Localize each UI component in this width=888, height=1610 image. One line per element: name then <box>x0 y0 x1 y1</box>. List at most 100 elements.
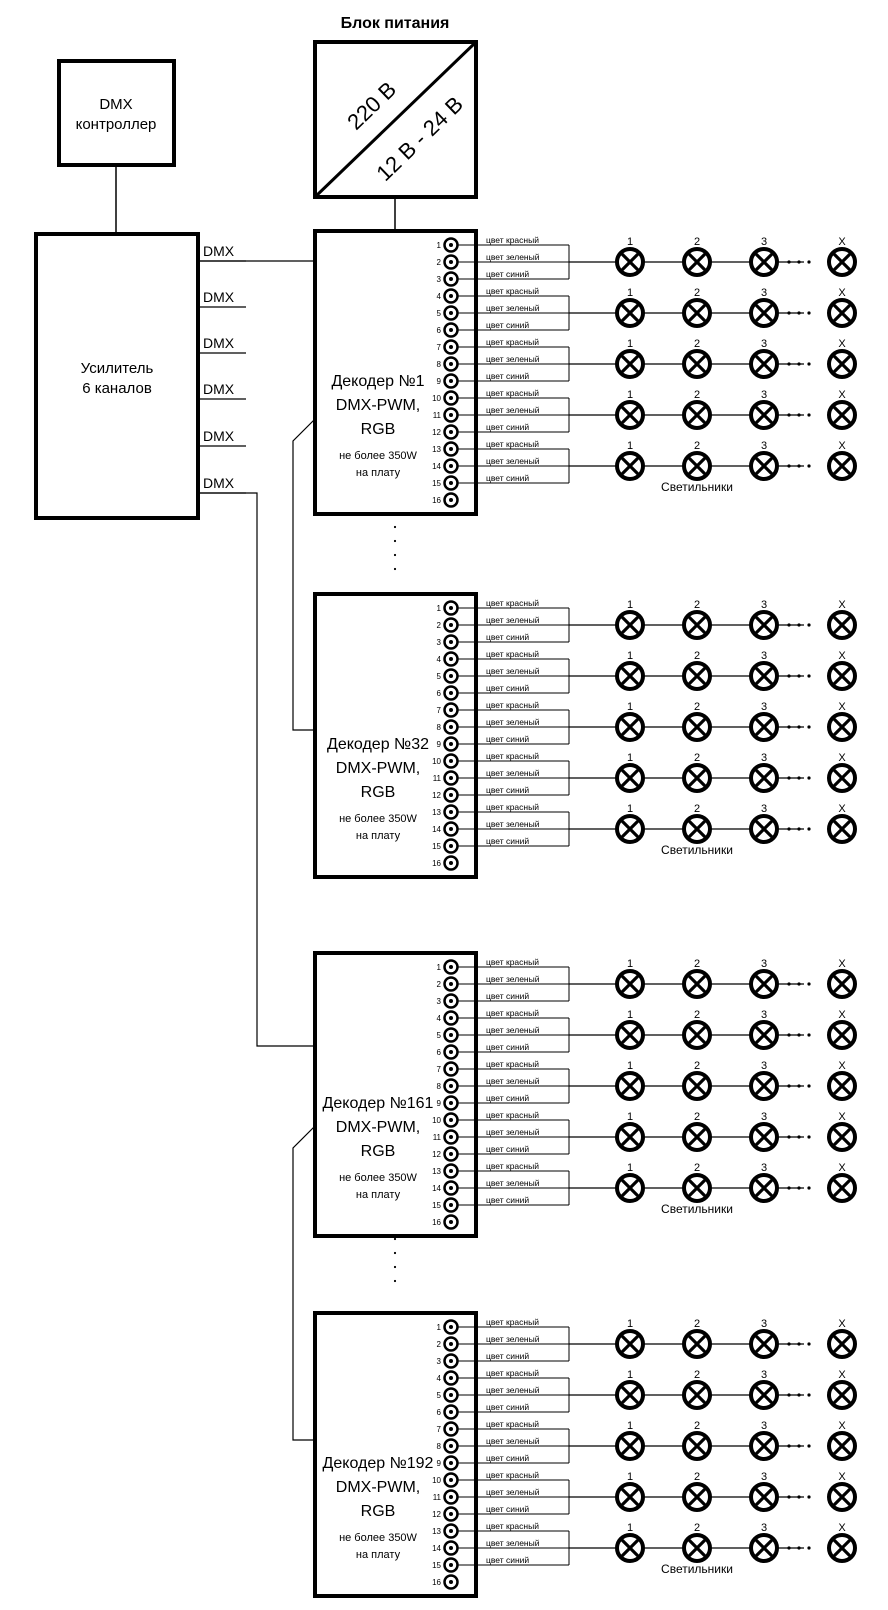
channel-label: цвет зеленый <box>486 819 540 829</box>
lamp: 3 <box>749 958 779 999</box>
lamp-number: X <box>838 1009 846 1021</box>
lamp-number: 2 <box>694 1471 700 1483</box>
lamp: 1 <box>615 1318 645 1359</box>
lamp-cross <box>687 1487 707 1507</box>
lamp: 2 <box>682 701 712 742</box>
decoder-protocol: DMX-PWM, <box>336 1119 420 1136</box>
terminal-number: 4 <box>437 1374 442 1383</box>
lamp-number: 3 <box>761 701 767 713</box>
lamp-number: 3 <box>761 1471 767 1483</box>
lamp-cross <box>687 666 707 686</box>
lamp-continuation-dot <box>787 413 791 417</box>
lamp: 2 <box>682 1162 712 1203</box>
terminal-dot <box>449 447 453 451</box>
channel-label: цвет синий <box>486 269 529 279</box>
lamp: X <box>827 1522 857 1563</box>
lamp-continuation-dot <box>787 362 791 366</box>
terminal-number: 3 <box>437 1357 442 1366</box>
lamp-continuation-dot <box>807 1084 811 1088</box>
lamp: 1 <box>615 752 645 793</box>
lamp-number: 1 <box>627 803 633 815</box>
channel-label: цвет синий <box>486 785 529 795</box>
terminal-number: 8 <box>437 1082 442 1091</box>
lamp-number: X <box>838 1318 846 1330</box>
terminal-number: 10 <box>432 757 441 766</box>
lamp: 2 <box>682 440 712 481</box>
continuation-dot <box>393 553 397 557</box>
lamp-number: 1 <box>627 1420 633 1432</box>
channel-label: цвет красный <box>486 1110 539 1120</box>
lamp-number: 2 <box>694 287 700 299</box>
channel-label: цвет красный <box>486 1470 539 1480</box>
lamp: 3 <box>749 752 779 793</box>
lamp-cross <box>832 768 852 788</box>
lamp-number: X <box>838 287 846 299</box>
lamp-cross <box>620 1127 640 1147</box>
terminal-dot <box>449 793 453 797</box>
lamp-cross <box>754 1076 774 1096</box>
lamp-cross <box>687 615 707 635</box>
lamp-continuation-dot <box>797 311 801 315</box>
lamp-cross <box>754 456 774 476</box>
lamp: 3 <box>749 338 779 379</box>
lamp-number: X <box>838 1162 846 1174</box>
channel-label: цвет зеленый <box>486 1076 540 1086</box>
lamp-cross <box>754 1385 774 1405</box>
lamp-cross <box>620 1385 640 1405</box>
lamp: 3 <box>749 650 779 691</box>
lamp-number: 1 <box>627 440 633 452</box>
terminal-number: 11 <box>433 1493 442 1502</box>
bus-wire-decoder161 <box>198 492 315 1047</box>
lamp-number: 1 <box>627 650 633 662</box>
terminal-number: 6 <box>437 1408 442 1417</box>
channel-label: цвет красный <box>486 802 539 812</box>
channel-label: цвет красный <box>486 1368 539 1378</box>
decoder-title: Декодер №32 <box>327 736 429 753</box>
lamp-cross <box>832 354 852 374</box>
lamp-number: 2 <box>694 701 700 713</box>
lamp-continuation-dot <box>787 1084 791 1088</box>
lamp-continuation-dot <box>797 1444 801 1448</box>
lamp: X <box>827 236 857 277</box>
lamp-continuation-dot <box>787 982 791 986</box>
terminal-dot <box>449 260 453 264</box>
lamp: 2 <box>682 803 712 844</box>
channel-label: цвет красный <box>486 1521 539 1531</box>
lamp-number: 2 <box>694 440 700 452</box>
decoder-color-mode: RGB <box>361 1503 396 1520</box>
channel-label: цвет синий <box>486 422 529 432</box>
terminal-number: 7 <box>437 706 442 715</box>
lamp-cross <box>754 303 774 323</box>
channel-label: цвет синий <box>486 473 529 483</box>
lamp-continuation-dot <box>787 1186 791 1190</box>
channel-label: цвет красный <box>486 1059 539 1069</box>
terminal-dot <box>449 396 453 400</box>
terminal-number: 2 <box>437 1340 442 1349</box>
terminal-number: 1 <box>437 241 442 250</box>
lamp-continuation-dot <box>807 1135 811 1139</box>
lamp: 2 <box>682 1522 712 1563</box>
lamp-number: 2 <box>694 236 700 248</box>
terminal-dot <box>449 640 453 644</box>
lamp: 2 <box>682 752 712 793</box>
channel-label: цвет синий <box>486 1093 529 1103</box>
lamp-cross <box>620 666 640 686</box>
channel-label: цвет красный <box>486 1419 539 1429</box>
lamp-number: 1 <box>627 338 633 350</box>
terminal-number: 13 <box>432 445 441 454</box>
lamp-cross <box>620 615 640 635</box>
terminal-dot <box>449 311 453 315</box>
lamp-cross <box>754 819 774 839</box>
decoder-power-limit: не более 350W <box>339 1172 417 1184</box>
channel-label: цвет зеленый <box>486 303 540 313</box>
lamp-continuation-dot <box>787 674 791 678</box>
lamp-cross <box>832 303 852 323</box>
lamp-continuation-dot <box>797 674 801 678</box>
lamp-cross <box>754 1127 774 1147</box>
lamp: 3 <box>749 1369 779 1410</box>
terminal-number: 16 <box>432 1218 441 1227</box>
lamp-number: 2 <box>694 1009 700 1021</box>
lamp: 2 <box>682 1420 712 1461</box>
